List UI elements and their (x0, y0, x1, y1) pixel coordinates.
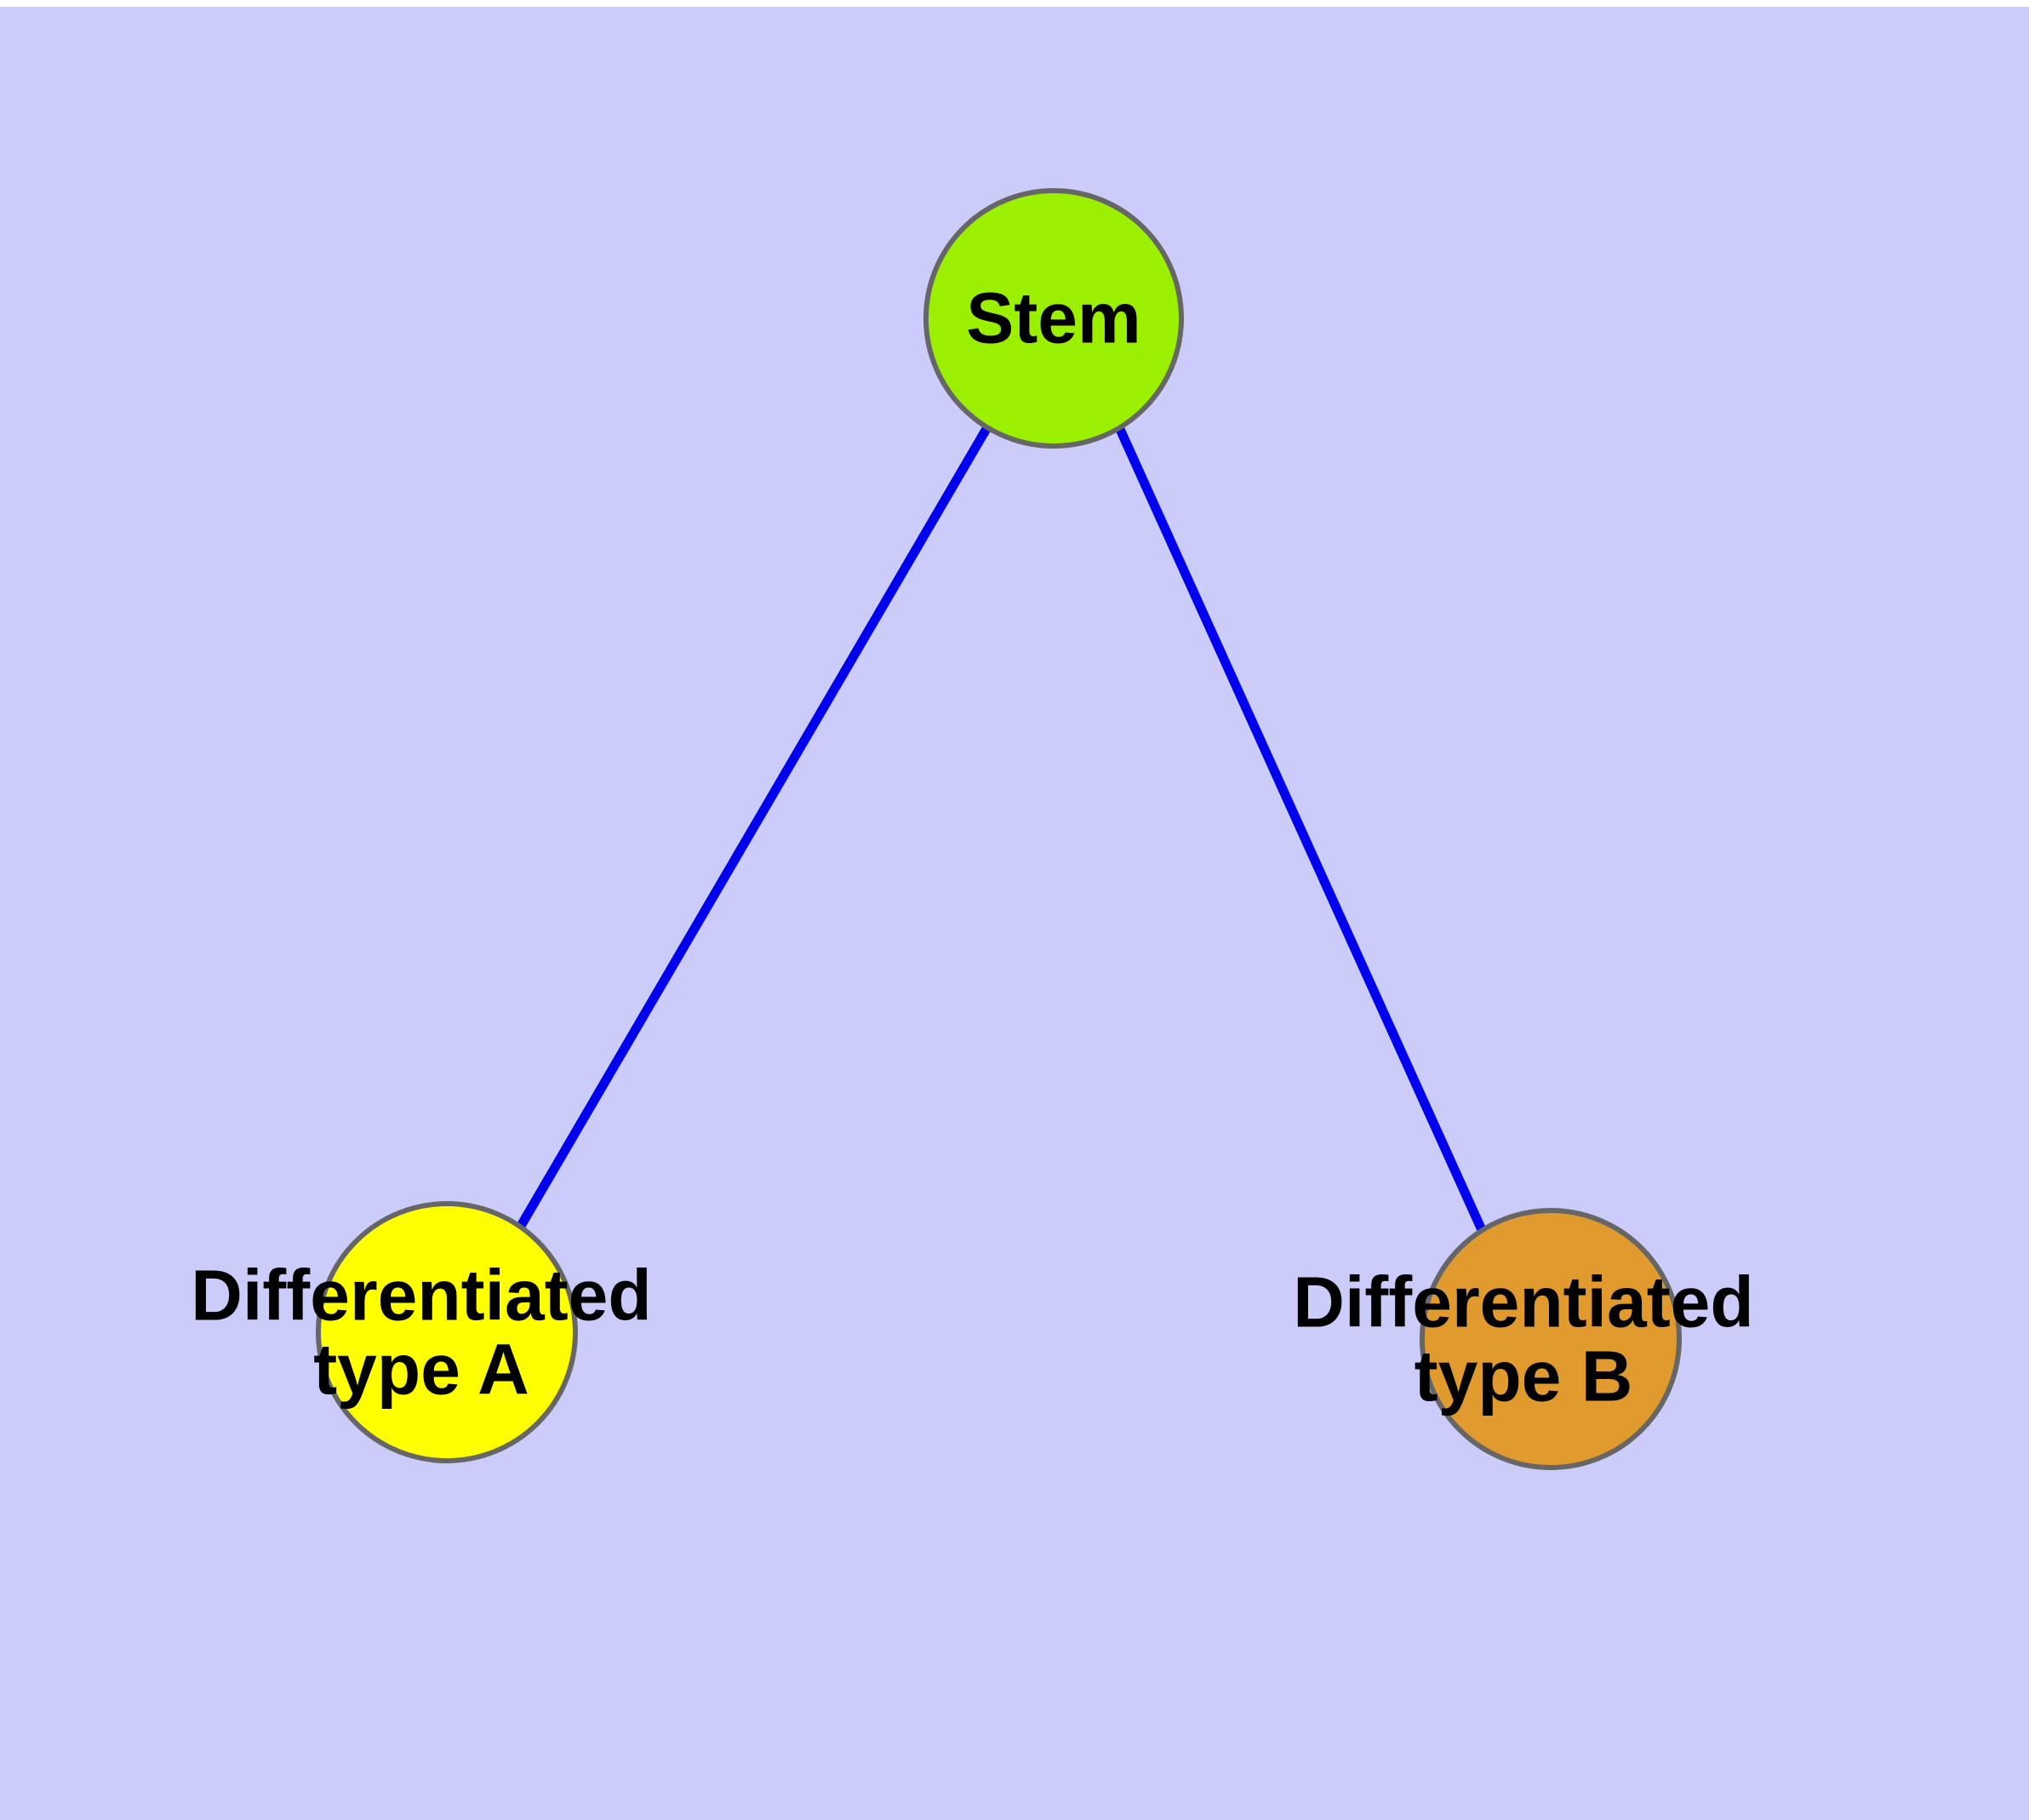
graph-node-diff_b[interactable] (1420, 1208, 1682, 1470)
graph-node-diff_a[interactable] (316, 1201, 578, 1463)
node-layer (316, 188, 1682, 1470)
graph-node-stem[interactable] (923, 188, 1184, 449)
edge-layer (517, 425, 1488, 1234)
graph-edge-stem-to-diff-b (1114, 425, 1488, 1234)
graph-edge-stem-to-diff-a (517, 425, 992, 1228)
